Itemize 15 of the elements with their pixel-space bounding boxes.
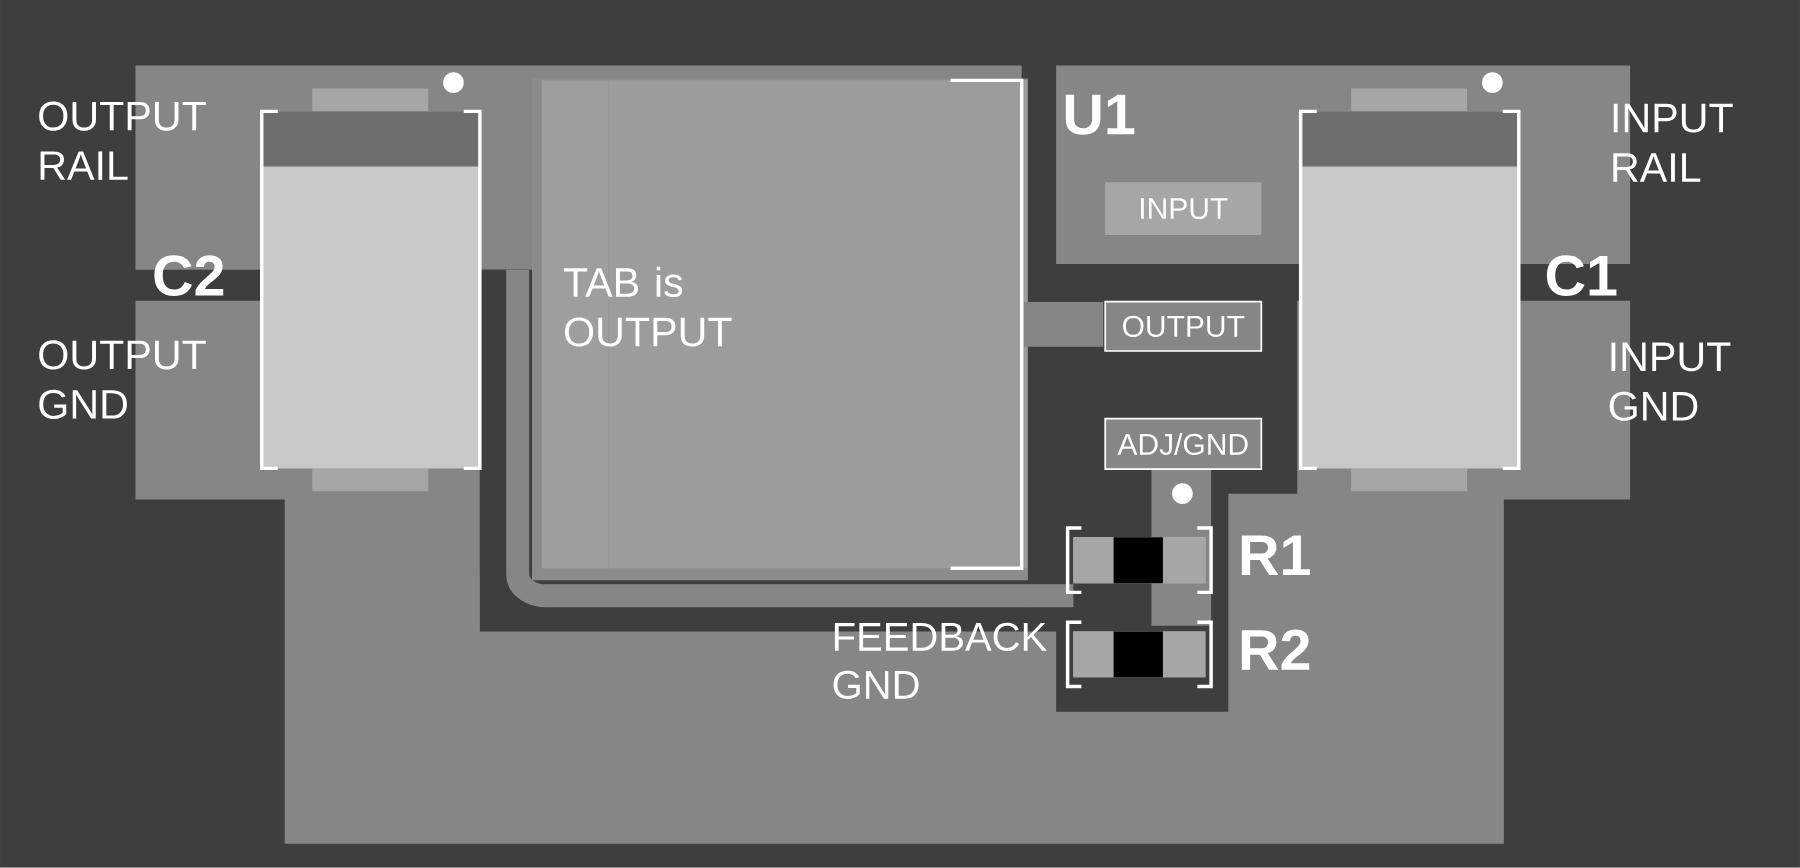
reference-designator: C2 — [154, 255, 224, 297]
reference-designator: R2 — [1241, 629, 1310, 670]
net-label: FEEDBACK GND — [833, 622, 1047, 700]
tab-pad: TAB is OUTPUT — [532, 78, 1028, 581]
net-label: OUTPUT RAIL — [39, 101, 206, 180]
net-label: INPUT GND — [1609, 342, 1731, 421]
pin-pad: ADJ/GND — [1104, 417, 1263, 471]
net-label: INPUT RAIL — [1613, 103, 1733, 182]
reference-designator: R1 — [1241, 535, 1310, 576]
net-label: OUTPUT GND — [39, 340, 206, 420]
reference-designator: U1 — [1065, 94, 1135, 135]
pin-pad: OUTPUT — [1024, 300, 1263, 352]
node-label: TAB is OUTPUT — [563, 266, 732, 347]
pin-pad: INPUT — [1105, 182, 1262, 236]
reference-designator: C1 — [1546, 255, 1617, 297]
